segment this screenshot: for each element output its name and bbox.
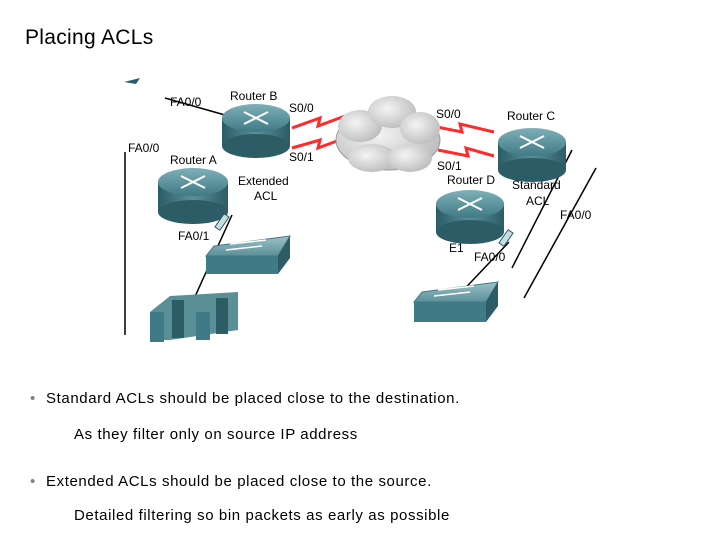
router-c-icon: [498, 128, 566, 182]
extended-acl-filter-icon: [214, 213, 230, 231]
router-d-s01-label: S0/1: [437, 159, 462, 173]
link-c-lan: [523, 167, 597, 299]
router-b-icon: [222, 104, 290, 158]
network-diagram: Router B FA0/0 S0/0 FA0/0 Router A S0/1 …: [124, 78, 597, 342]
router-a-icon: [158, 168, 228, 224]
router-d-e1-label: E1: [449, 241, 464, 255]
extended-acl-label-line1: Extended: [238, 174, 289, 188]
serial-b-cloud: [291, 114, 346, 130]
router-c-label: Router C: [507, 109, 555, 123]
serial-links: [291, 114, 495, 158]
router-b-s00-label: S0/0: [289, 101, 314, 115]
router-d-label: Router D: [447, 173, 495, 187]
bullet-text: Extended ACLs should be placed close to …: [46, 473, 432, 490]
bullet-item: • Extended ACLs should be placed close t…: [30, 471, 460, 493]
bullet-marker: •: [30, 473, 36, 490]
standard-acl-label-line1: Standard: [512, 178, 561, 192]
server-rack-icon: [150, 292, 238, 342]
bullet-item: • Standard ACLs should be placed close t…: [30, 388, 460, 410]
router-c-fa00-label: FA0/0: [560, 208, 592, 222]
router-a-label: Router A: [170, 153, 217, 167]
router-b-fa00-label: FA0/0: [170, 95, 202, 109]
serial-cloud-c: [431, 121, 495, 134]
bullet-list: • Standard ACLs should be placed close t…: [30, 388, 460, 527]
serial-a-cloud: [291, 136, 346, 151]
bullet-subtext: Detailed filtering so bin packets as ear…: [74, 507, 450, 524]
extended-acl-label-line2: ACL: [254, 189, 278, 203]
switch-right-icon: [412, 281, 499, 322]
link-b-a: [164, 97, 233, 118]
page-title: Placing ACLs: [25, 26, 154, 49]
bullet-marker: •: [30, 390, 36, 407]
router-a-fa01-label: FA0/1: [178, 229, 210, 243]
serial-cloud-d: [437, 145, 495, 158]
router-c-s00-label: S0/0: [436, 107, 461, 121]
bullet-text: Standard ACLs should be placed close to …: [46, 390, 460, 407]
decorative-mark: [124, 78, 140, 84]
router-a-fa00-label: FA0/0: [128, 141, 160, 155]
router-d-fa00-label: FA0/0: [474, 250, 506, 264]
bullet-subtext: As they filter only on source IP address: [74, 426, 358, 443]
standard-acl-label-line2: ACL: [526, 194, 550, 208]
router-d-icon: [436, 190, 504, 244]
wan-cloud: [335, 96, 441, 172]
router-a-s01-label: S0/1: [289, 150, 314, 164]
switch-left-icon: [204, 235, 291, 274]
standard-acl-filter-icon: [498, 229, 514, 247]
router-b-label: Router B: [230, 89, 277, 103]
